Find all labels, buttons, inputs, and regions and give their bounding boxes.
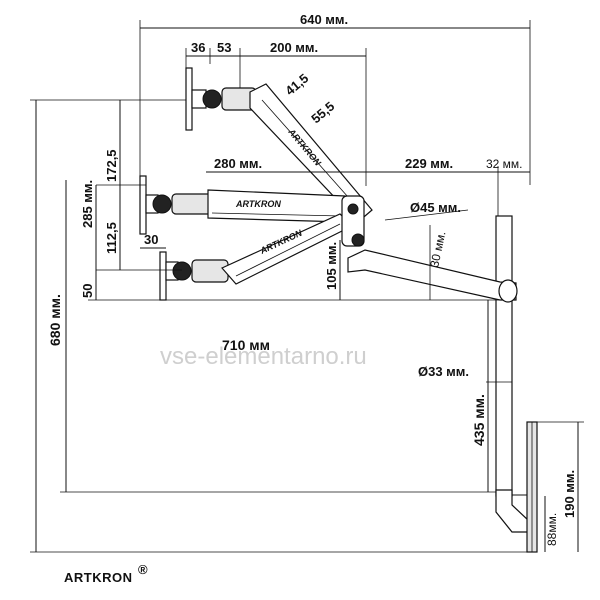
dim-45: Ø45 мм. — [410, 200, 461, 215]
middle-arm-label: ARTKRON — [235, 199, 281, 209]
dim-105: 105 мм. — [324, 242, 339, 290]
dim-710: 710 мм — [222, 337, 270, 353]
dim-190: 190 мм. — [562, 470, 577, 518]
dim-53: 53 — [217, 40, 231, 55]
dim-229: 229 мм. — [405, 156, 453, 171]
dim-680: 680 мм. — [47, 294, 63, 346]
base-arm — [347, 249, 518, 303]
pivot-joint — [341, 195, 365, 247]
dim-435: 435 мм. — [471, 394, 487, 446]
dimension-lines — [30, 20, 584, 553]
lower-arm-assembly: ARTKRON — [159, 213, 354, 301]
dim-640: 640 мм. — [300, 12, 348, 27]
middle-arm-assembly: ARTKRON — [139, 175, 363, 235]
watermark: vse-elementarno.ru — [160, 343, 367, 370]
brand-name: ARTKRON — [64, 570, 133, 585]
dim-30: 30 — [144, 232, 158, 247]
dim-280: 280 мм. — [214, 156, 262, 171]
upper-arm-assembly: ARTKRON — [185, 67, 373, 223]
dim-30mm: 30 мм. — [427, 230, 448, 269]
dim-88: 88мм. — [545, 513, 559, 546]
dim-36: 36 — [191, 40, 205, 55]
dim-172-5: 172,5 — [104, 149, 119, 182]
dim-32: 32 мм. — [486, 157, 523, 171]
mount-pole — [495, 215, 538, 553]
dim-33: Ø33 мм. — [418, 364, 469, 379]
dim-200: 200 мм. — [270, 40, 318, 55]
registered-mark: ® — [138, 562, 148, 577]
dim-112-5: 112,5 — [104, 222, 119, 254]
dim-285: 285 мм. — [80, 180, 95, 228]
dim-55-5: 55,5 — [308, 99, 337, 127]
brand-logo: ARTKRON ® — [64, 562, 148, 585]
dim-50: 50 — [80, 284, 95, 298]
dim-41-5: 41,5 — [282, 71, 311, 99]
